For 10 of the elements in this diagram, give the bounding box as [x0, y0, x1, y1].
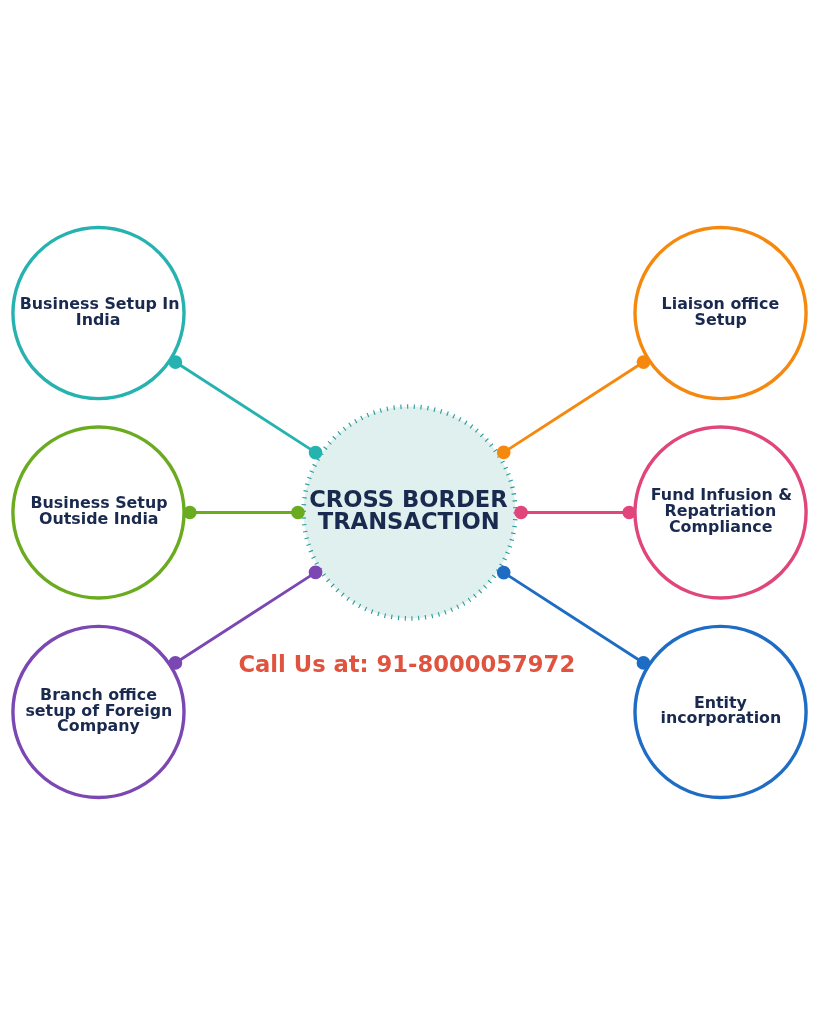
connector [496, 565, 651, 670]
connector [496, 354, 651, 459]
connector [182, 505, 305, 519]
label: Call Us at: 91-8000057972 [238, 650, 576, 677]
connector [168, 565, 323, 670]
node-circle: Fund Infusion & Repatriation Compliance [633, 424, 808, 600]
node-circle: Business Setup Outside India [11, 424, 186, 600]
connector [514, 505, 637, 519]
connector [168, 354, 323, 459]
node-circle: CROSS BORDER TRANSACTION [301, 403, 518, 621]
